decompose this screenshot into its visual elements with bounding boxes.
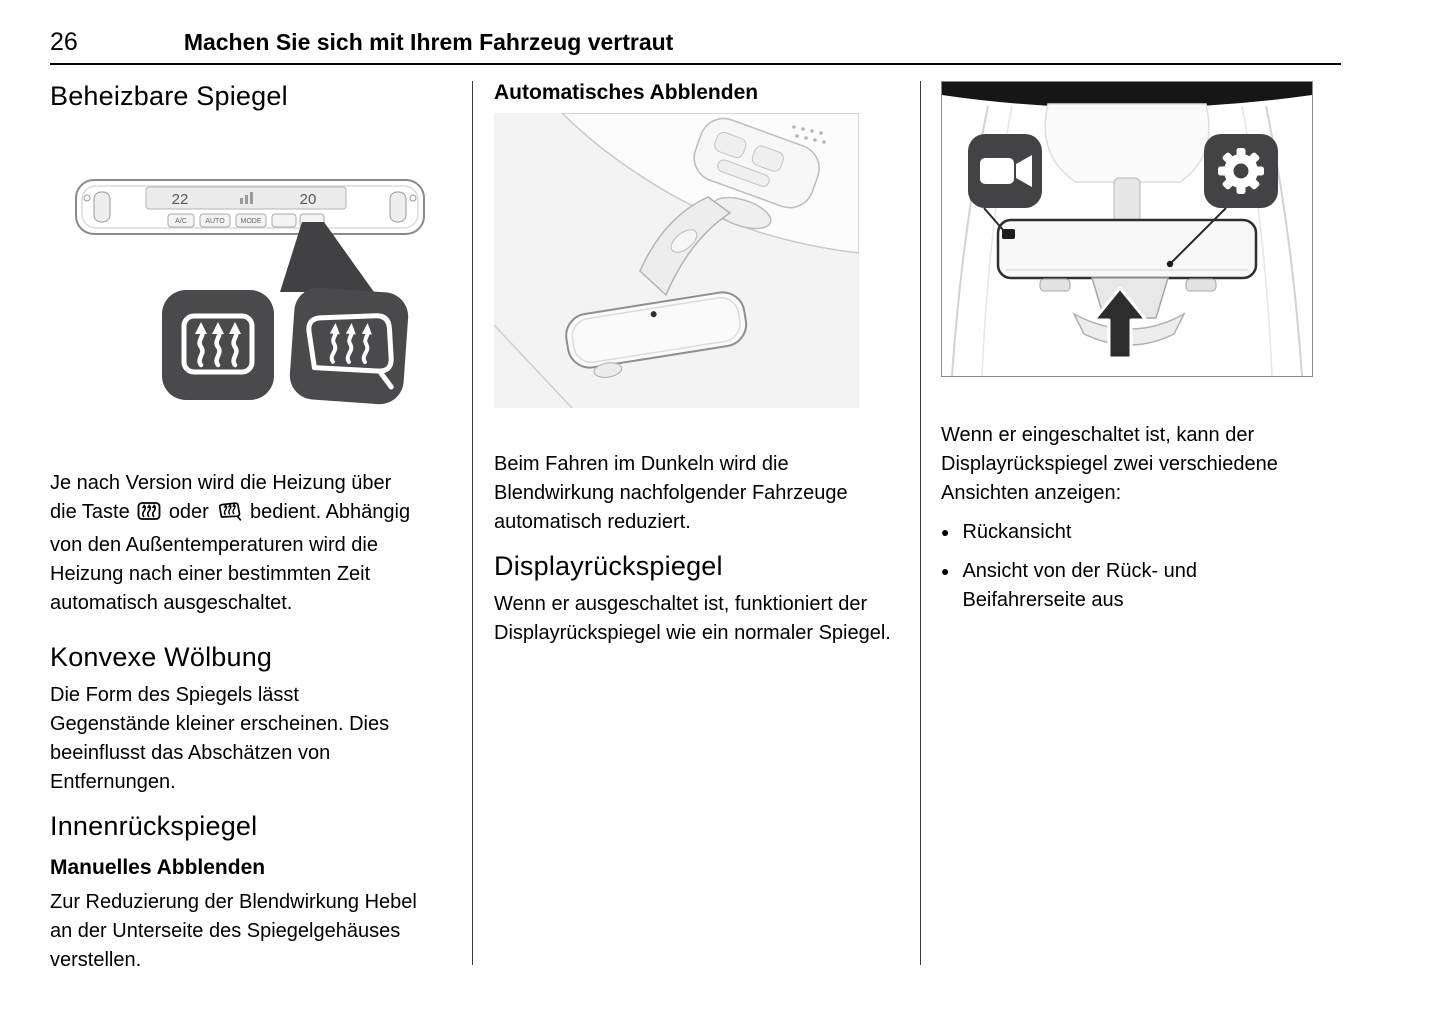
heated-exterior-mirror-icon bbox=[306, 313, 394, 390]
ac-button-label: A/C bbox=[175, 218, 187, 225]
temp-left: 22 bbox=[172, 191, 189, 208]
bullet-icon: ● bbox=[941, 524, 950, 540]
list-item: ● Ansicht von der Rück- und Beifahrersei… bbox=[941, 557, 1341, 615]
roof-band bbox=[942, 82, 1312, 108]
bullet-icon: ● bbox=[941, 563, 950, 579]
column-right: Wenn er eingeschaltet ist, kann der Disp… bbox=[921, 81, 1341, 965]
heated-rear-window-inline-icon bbox=[137, 500, 161, 531]
settings-dot bbox=[1166, 260, 1174, 268]
subheading-manual-dimming: Manuelles Abblenden bbox=[50, 856, 266, 879]
windshield-edge bbox=[493, 324, 573, 409]
paragraph-text: bedient. Abhängig von den Außentemperatu… bbox=[50, 501, 411, 614]
camera-pointer-line bbox=[983, 207, 1005, 232]
section-heading-display-mirror: Displayrückspiegel bbox=[494, 551, 723, 581]
climate-panel-svg: 22 20 A/C AUTO MODE bbox=[75, 179, 425, 405]
list-item-label: Ansicht von der Rück- und Beifahrerseite… bbox=[962, 560, 1198, 611]
section-heading-convex: Konvexe Wölbung bbox=[50, 642, 273, 672]
mount-stem bbox=[1113, 177, 1141, 225]
up-arrow-icon bbox=[1092, 286, 1148, 360]
display-mirror-illustration bbox=[941, 81, 1313, 377]
heated-exterior-mirror-inline-icon bbox=[216, 498, 242, 531]
overhead-console bbox=[693, 117, 820, 209]
settings-callout bbox=[1171, 134, 1278, 263]
settings-pointer-line bbox=[1171, 207, 1227, 263]
section-heading-interior-mirror: Innenrückspiegel bbox=[50, 811, 258, 841]
mode-button-label: MODE bbox=[241, 218, 262, 225]
subheading-auto-dimming: Automatisches Abblenden bbox=[494, 81, 759, 104]
camera-indicator bbox=[1002, 229, 1015, 239]
headliner-console bbox=[1044, 103, 1210, 183]
paragraph-text: oder bbox=[168, 501, 209, 523]
camera-callout bbox=[968, 134, 1042, 232]
fan-indicator-icon bbox=[240, 192, 253, 204]
display-mirror-on-paragraph: Wenn er eingeschaltet ist, kann der Disp… bbox=[941, 424, 1278, 504]
column-left: Beheizbare Spiegel 22 bbox=[50, 81, 472, 971]
display-mirror-off-paragraph: Wenn er ausgeschaltet ist, funktioniert … bbox=[494, 593, 891, 644]
auto-dimming-paragraph: Beim Fahren im Dunkeln wird die Blendwir… bbox=[494, 453, 848, 533]
column-separator-1 bbox=[472, 81, 473, 965]
climate-panel-illustration: 22 20 A/C AUTO MODE bbox=[50, 164, 472, 419]
manual-dimming-paragraph: Zur Reduzierung der Blendwirkung Hebel a… bbox=[50, 891, 417, 971]
content-columns: Beheizbare Spiegel 22 bbox=[50, 81, 1341, 971]
climate-buttons: A/C AUTO MODE bbox=[167, 213, 325, 228]
dimming-lever bbox=[593, 362, 623, 378]
paragraph-text: Je nach Version wird die Heizung über di… bbox=[50, 472, 392, 523]
right-dial bbox=[389, 191, 407, 223]
rearview-mirror-svg bbox=[493, 112, 860, 409]
heated-mirrors-paragraph: Je nach Version wird die Heizung über di… bbox=[50, 469, 422, 618]
stem-joint bbox=[670, 229, 698, 253]
column-middle: Automatisches Abblenden bbox=[473, 81, 920, 965]
left-dial bbox=[93, 191, 111, 223]
section-heading-heated-mirrors: Beheizbare Spiegel bbox=[50, 81, 288, 111]
page-number: 26 bbox=[50, 28, 78, 56]
heated-exterior-mirror-callout bbox=[289, 287, 409, 405]
video-camera-icon bbox=[980, 155, 1032, 187]
list-item-label: Rückansicht bbox=[962, 521, 1072, 543]
vent-dots bbox=[792, 125, 826, 144]
heated-rear-window-callout bbox=[162, 290, 274, 400]
page-title: Machen Sie sich mit Ihrem Fahrzeug vertr… bbox=[183, 29, 674, 55]
convex-paragraph: Die Form des Spiegels lässt Gegenstände … bbox=[50, 684, 390, 793]
list-item: ● Rückansicht bbox=[941, 518, 1341, 547]
display-mirror-svg bbox=[942, 82, 1312, 377]
page-header: 26 Machen Sie sich mit Ihrem Fahrzeug ve… bbox=[50, 28, 1341, 57]
header-rule bbox=[50, 63, 1341, 65]
mirror-body bbox=[565, 291, 748, 378]
callout-wedge bbox=[280, 222, 374, 292]
heated-rear-window-icon bbox=[181, 313, 255, 375]
rearview-mirror-illustration bbox=[493, 112, 860, 409]
auto-button-label: AUTO bbox=[205, 218, 225, 225]
temp-right: 20 bbox=[300, 191, 317, 208]
view-options-list: ● Rückansicht ● Ansicht von der Rück- un… bbox=[941, 518, 1341, 615]
column-separator-2 bbox=[920, 81, 921, 965]
gear-icon bbox=[1218, 148, 1264, 194]
